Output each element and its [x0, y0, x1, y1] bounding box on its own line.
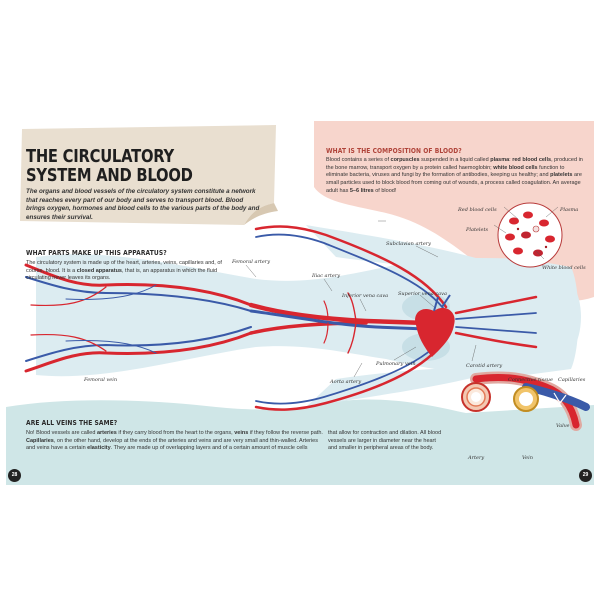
bold-term: 5–6 litres [349, 187, 374, 194]
label-vein: Vein [522, 455, 533, 461]
upper-arm-silhouette [306, 225, 506, 269]
text-run: , produced in the bone marrow, transport… [326, 157, 583, 171]
label-plasma: Plasma [560, 207, 579, 213]
text-run: if they follow the reverse path. [248, 430, 323, 436]
page-number-left: 28 [8, 469, 21, 482]
lower-arm-silhouette [306, 367, 506, 407]
leg-vessels [24, 263, 253, 373]
label-iliac-artery: Iliac artery [312, 273, 341, 279]
text-run: , on the other hand, develop at the ends… [26, 437, 318, 452]
label-platelets: Platelets [466, 227, 489, 233]
bold-term: red blood cells [512, 157, 552, 163]
label-connective-tissue: Connective tissue [508, 377, 553, 383]
bold-term: white blood cells [493, 164, 538, 171]
page-title: The circulatory system and blood [26, 146, 193, 186]
trunk-vessels [248, 292, 429, 354]
heart-vessels [433, 294, 451, 312]
neck-vessels [454, 295, 538, 349]
book-spread: The circulatory system and blood The org… [6, 107, 594, 485]
veins-text-col2: that allow for contraction and dilation.… [328, 430, 442, 452]
label-valve: Valve [556, 423, 570, 429]
text-run: Blood contains a series of [326, 157, 391, 163]
label-femoral-vein: Femoral vein [84, 377, 118, 383]
label-subclavian-artery: Subclavian artery [386, 241, 431, 247]
teal-panel [6, 399, 594, 485]
blood-heading: What is the composition of blood? [326, 147, 462, 155]
bold-term: platelets [550, 172, 573, 179]
arm-vessels [254, 225, 448, 411]
bold-term: arteries [96, 430, 117, 436]
leader-lines [245, 206, 559, 378]
label-capillaries: Capillaries [558, 377, 586, 383]
bold-term: elasticity [87, 445, 111, 452]
text-run: are small particles used to block blood … [326, 172, 582, 194]
label-red-blood-cells: Red blood cells [458, 207, 497, 213]
page-number-right: 29 [579, 469, 592, 482]
bold-term: plasma [490, 157, 510, 163]
bold-term: closed apparatus [76, 267, 122, 274]
text-run: of blood! [373, 187, 397, 194]
bold-term: Capillaries [26, 437, 54, 444]
label-pulmonary-vein: Pulmonary vein [376, 361, 416, 367]
veins-heading: Are all veins the same? [26, 419, 118, 427]
intro-text: The organs and blood vessels of the circ… [26, 188, 260, 221]
text-run: function to eliminate bacteria, viruses … [326, 164, 565, 179]
bold-term: corpuscles [390, 157, 420, 163]
label-artery: Artery [468, 455, 485, 461]
blood-cell-diagram [497, 202, 563, 268]
bold-term: veins [234, 430, 249, 436]
parts-heading: What parts make up this apparatus? [26, 249, 167, 257]
label-femoral-artery: Femoral artery [232, 259, 271, 265]
vessel-cross-section [461, 371, 590, 431]
label-superior-vena-cava: Superior vena cava [398, 291, 447, 297]
blood-text: Blood contains a series of corpuscles su… [326, 157, 584, 196]
label-inferior-vena-cava: Inferior vena cava [342, 293, 389, 299]
text-run: The circulatory system is made up of the… [26, 260, 222, 274]
parts-text: The circulatory system is made up of the… [26, 260, 234, 283]
label-carotid-artery: Carotid artery [466, 363, 503, 369]
text-run: : [509, 157, 513, 163]
label-white-blood-cells: White blood cells [542, 265, 586, 271]
text-run: if they carry blood from the heart to th… [116, 430, 235, 436]
heart [415, 307, 455, 357]
text-run: No! Blood vessels are called [26, 430, 97, 436]
text-run: , that is, an apparatus in which the flu… [26, 267, 218, 282]
text-run: suspended in a liquid called [419, 157, 491, 163]
circulatory-illustration [6, 121, 594, 485]
text-run: . They are made up of overlapping layers… [110, 445, 308, 452]
label-aorta-artery: Aorta artery [330, 379, 362, 385]
veins-text-col1: No! Blood vessels are called arteries if… [26, 430, 326, 453]
head-silhouette [521, 269, 581, 365]
title-paper [20, 125, 278, 225]
